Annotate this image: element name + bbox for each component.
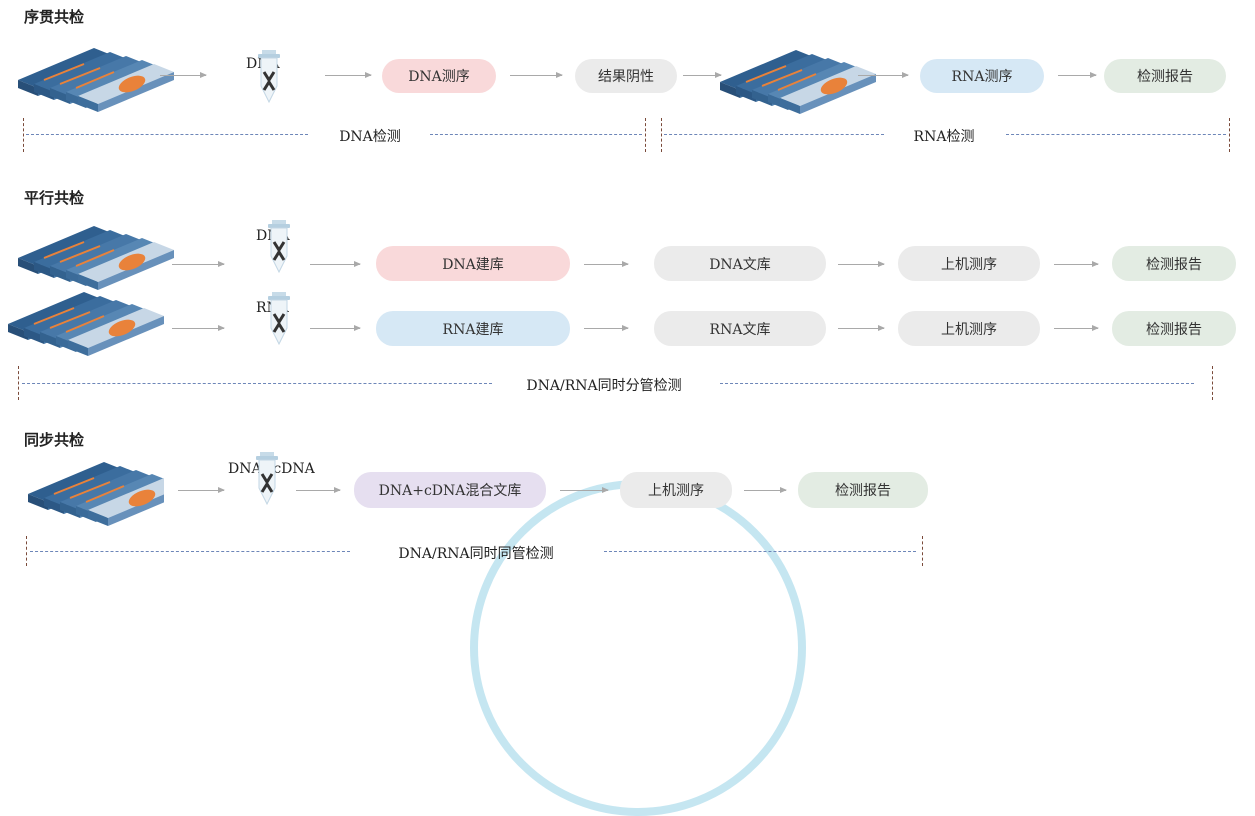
arrow-right-icon <box>172 325 225 331</box>
span-tick <box>1212 366 1213 400</box>
pill-mixed-library: DNA+cDNA混合文库 <box>354 472 546 508</box>
span-tick <box>18 366 19 400</box>
pill-report: 检测报告 <box>1104 59 1226 93</box>
arrow-right-icon <box>838 325 885 331</box>
span-dash <box>430 134 642 135</box>
pill-report: 检测报告 <box>798 472 928 508</box>
arrow-right-icon <box>172 261 225 267</box>
pill-report: 检测报告 <box>1112 246 1236 281</box>
arrow-right-icon <box>1058 72 1097 78</box>
arrow-right-icon <box>838 261 885 267</box>
slide-stack-icon <box>7 291 164 357</box>
span-tick <box>26 536 27 566</box>
slide-stack-icon <box>17 47 174 113</box>
arrow-right-icon <box>683 72 722 78</box>
span-dash <box>22 383 492 384</box>
arrow-right-icon <box>310 261 361 267</box>
arrow-right-icon <box>858 72 909 78</box>
span-label-dna: DNA检测 <box>339 129 401 145</box>
arrow-right-icon <box>1054 325 1099 331</box>
span-dash <box>30 551 350 552</box>
arrow-right-icon <box>325 72 372 78</box>
arrow-right-icon <box>296 487 341 493</box>
watermark-circle <box>470 480 806 816</box>
arrow-right-icon <box>584 261 629 267</box>
pill-sequencing: 上机测序 <box>898 311 1040 346</box>
span-dash <box>720 383 1194 384</box>
span-tick <box>645 118 646 152</box>
span-dash <box>604 551 916 552</box>
arrow-right-icon <box>744 487 787 493</box>
pill-dna-library-build: DNA建库 <box>376 246 570 281</box>
arrow-right-icon <box>160 72 207 78</box>
arrow-right-icon <box>560 487 609 493</box>
section-title-synchronous: 同步共检 <box>24 431 85 449</box>
span-label-parallel: DNA/RNA同时分管检测 <box>526 378 682 394</box>
span-tick <box>23 118 24 152</box>
pill-result-negative: 结果阴性 <box>575 59 677 93</box>
test-tube-icon <box>268 292 292 346</box>
span-label-rna: RNA检测 <box>913 129 975 145</box>
span-tick <box>922 536 923 566</box>
slide-stack-icon <box>719 49 876 115</box>
arrow-right-icon <box>310 325 361 331</box>
span-dash <box>26 134 308 135</box>
span-tick <box>1229 118 1230 152</box>
pill-rna-sequencing: RNA测序 <box>920 59 1044 93</box>
pill-report: 检测报告 <box>1112 311 1236 346</box>
pill-rna-library: RNA文库 <box>654 311 826 346</box>
slide-stack-icon <box>27 461 164 527</box>
arrow-right-icon <box>178 487 225 493</box>
test-tube-icon <box>256 452 280 506</box>
arrow-right-icon <box>584 325 629 331</box>
section-title-parallel: 平行共检 <box>24 189 85 207</box>
pill-sequencing: 上机测序 <box>620 472 732 508</box>
pill-rna-library-build: RNA建库 <box>376 311 570 346</box>
span-dash <box>664 134 884 135</box>
test-tube-icon <box>258 50 282 104</box>
span-label-synchronous: DNA/RNA同时同管检测 <box>398 546 554 562</box>
pill-dna-library: DNA文库 <box>654 246 826 281</box>
arrow-right-icon <box>510 72 563 78</box>
span-dash <box>1006 134 1226 135</box>
pill-sequencing: 上机测序 <box>898 246 1040 281</box>
slide-stack-icon <box>17 225 174 291</box>
test-tube-icon <box>268 220 292 274</box>
arrow-right-icon <box>1054 261 1099 267</box>
pill-dna-sequencing: DNA测序 <box>382 59 496 93</box>
span-tick <box>661 118 662 152</box>
section-title-sequential: 序贯共检 <box>24 8 85 26</box>
